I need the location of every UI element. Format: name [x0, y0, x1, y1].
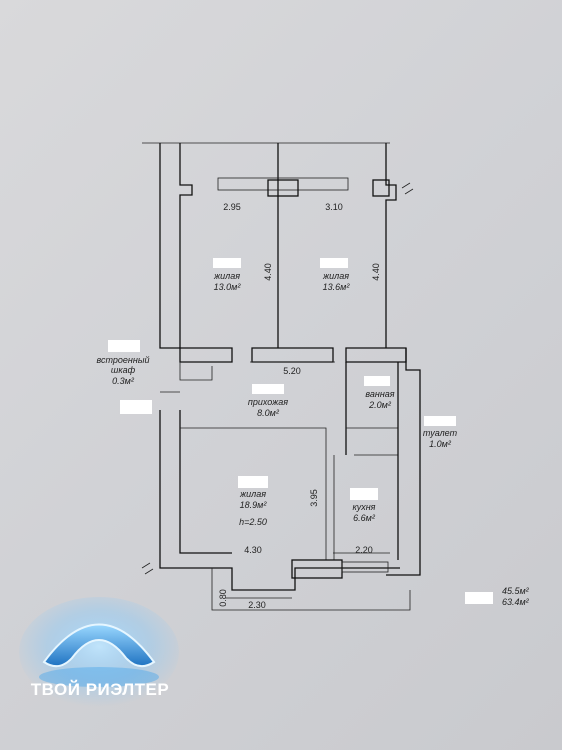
toilet-name: туалет	[423, 428, 458, 438]
redaction-living	[238, 476, 268, 488]
room1-area: 13.0м²	[214, 282, 242, 292]
redaction-room1	[213, 258, 241, 268]
left-lower-wall	[159, 410, 400, 591]
kitchen-name: кухня	[352, 502, 375, 512]
left-lower-inner	[179, 410, 232, 554]
break-mark-right	[401, 182, 414, 195]
hall-area: 8.0м²	[257, 408, 280, 418]
mid-wall-left	[179, 347, 233, 363]
living-area: 18.9м²	[240, 500, 268, 510]
redaction-toilet	[424, 416, 456, 426]
redaction-totals	[465, 592, 493, 604]
closet	[179, 362, 213, 381]
ceiling-height: h=2.50	[239, 517, 267, 527]
break-mark-left	[141, 562, 154, 575]
redaction-hall	[252, 384, 284, 394]
dim-2-30: 2.30	[248, 600, 266, 610]
living-top-wall	[180, 427, 327, 560]
mid-wall-center	[251, 347, 334, 363]
closet-name-line2: шкаф	[111, 365, 136, 375]
room2-name: жилая	[322, 271, 349, 281]
toilet-area: 1.0м²	[429, 439, 452, 449]
dim-2-95: 2.95	[223, 202, 241, 212]
hall-name: прихожая	[248, 397, 288, 407]
walls	[141, 142, 421, 611]
window-pier	[267, 179, 299, 197]
bath-area: 2.0м²	[368, 400, 392, 410]
redactions	[108, 258, 493, 604]
dimension-guides	[160, 361, 390, 599]
living-name: жилая	[239, 489, 266, 499]
bath-name: ванная	[365, 389, 394, 399]
realtor-logo-icon	[19, 597, 179, 707]
room2-area: 13.6м²	[323, 282, 351, 292]
bottom-window	[341, 561, 389, 573]
dim-3-95: 3.95	[309, 489, 319, 507]
dim-3-10: 3.10	[325, 202, 343, 212]
dim-4-30: 4.30	[244, 545, 262, 555]
redaction-room2	[320, 258, 348, 268]
bottom-bay	[211, 568, 411, 611]
logo-text: ТВОЙ РИЭЛТЕР	[30, 680, 170, 699]
redaction-closet	[108, 340, 140, 352]
dim-4-40-left: 4.40	[263, 263, 273, 281]
bath-dividers	[346, 427, 398, 456]
redaction-bath	[364, 376, 390, 386]
dim-4-40-right: 4.40	[371, 263, 381, 281]
kitchen-area: 6.6м²	[353, 513, 376, 523]
room1-name: жилая	[213, 271, 240, 281]
bottom-pier	[291, 559, 343, 579]
left-upper-wall	[159, 143, 193, 349]
closet-name-line1: встроенный	[97, 355, 150, 365]
dim-2-20: 2.20	[355, 545, 373, 555]
right-lower-wall	[386, 348, 421, 576]
closet-area: 0.3м²	[112, 376, 135, 386]
total-area: 63.4м²	[502, 597, 530, 607]
dim-0-80: 0.80	[218, 589, 228, 607]
top-window	[217, 177, 349, 191]
dim-5-20: 5.20	[283, 366, 301, 376]
mid-wall-right	[345, 347, 407, 363]
right-upper-wall	[385, 143, 397, 348]
right-pier	[372, 179, 390, 197]
redaction-kitchen	[350, 488, 378, 500]
redaction-entrance	[120, 400, 152, 414]
total-living-area: 45.5м²	[502, 586, 530, 596]
